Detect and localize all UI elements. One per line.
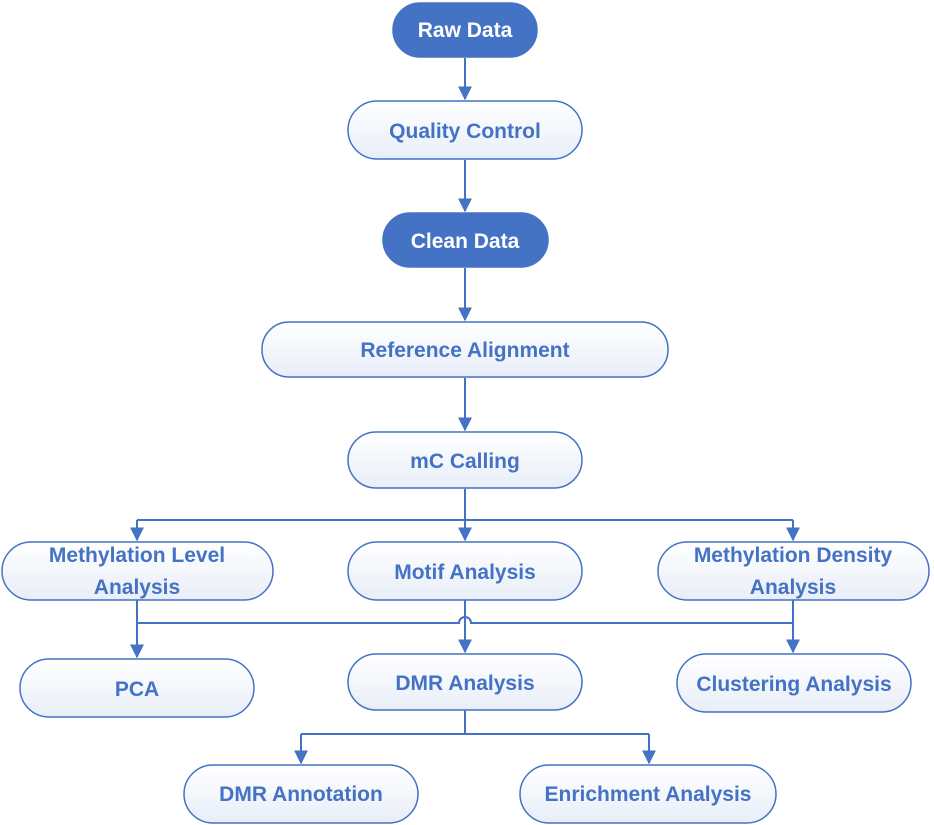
node-enrichment-analysis: Enrichment Analysis — [519, 764, 777, 824]
node-clean-data: Clean Data — [382, 212, 549, 268]
node-methylation-density-label-1: Methylation Density — [694, 544, 893, 567]
node-mc-calling: mC Calling — [347, 431, 583, 489]
connectors — [130, 58, 800, 765]
node-mc-calling-label: mC Calling — [410, 450, 520, 473]
node-dmr-analysis-label: DMR Analysis — [395, 672, 534, 695]
node-motif-analysis-label: Motif Analysis — [394, 561, 536, 584]
node-methylation-density-analysis: Methylation Density Analysis — [657, 541, 930, 601]
node-raw-data-label: Raw Data — [418, 19, 513, 42]
node-pca: PCA — [19, 658, 255, 718]
node-motif-analysis: Motif Analysis — [347, 541, 583, 601]
node-methylation-level-label-2: Analysis — [94, 576, 180, 599]
node-clustering-analysis-label: Clustering Analysis — [696, 673, 891, 696]
node-quality-control: Quality Control — [347, 100, 583, 160]
node-quality-control-label: Quality Control — [389, 120, 541, 143]
node-methylation-level-analysis: Methylation Level Analysis — [1, 541, 274, 601]
node-reference-alignment: Reference Alignment — [261, 321, 669, 378]
node-clean-data-label: Clean Data — [411, 230, 520, 253]
node-reference-alignment-label: Reference Alignment — [360, 339, 569, 362]
node-dmr-annotation-label: DMR Annotation — [219, 783, 383, 806]
node-dmr-annotation: DMR Annotation — [183, 764, 419, 824]
node-enrichment-analysis-label: Enrichment Analysis — [545, 783, 752, 806]
node-methylation-level-label-1: Methylation Level — [49, 544, 225, 567]
node-clustering-analysis: Clustering Analysis — [676, 653, 912, 713]
node-methylation-density-label-2: Analysis — [750, 576, 836, 599]
node-pca-label: PCA — [115, 678, 159, 701]
node-dmr-analysis: DMR Analysis — [347, 653, 583, 711]
node-raw-data: Raw Data — [392, 2, 538, 58]
